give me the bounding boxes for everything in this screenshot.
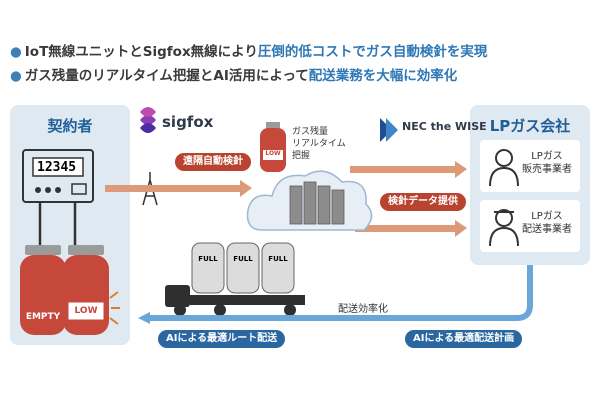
delivery-flow-arrow-head (138, 312, 150, 324)
cloud-tank-label: LOW (265, 150, 281, 157)
bullet-dot-icon: ● (10, 68, 22, 84)
arrow-cloud-to-sales (350, 161, 467, 178)
bullet-1-text: IoT無線ユニットとSigfox無線により (24, 44, 258, 60)
truck-tank-label-2: FULL (233, 255, 253, 263)
tank-label-low: LOW (74, 306, 98, 316)
meter-value: 12345 (37, 160, 77, 175)
nec-logo-icon (380, 118, 398, 142)
delivery-role-label: LPガス 配送事業者 (522, 211, 572, 235)
cloud-gas-cylinder-icon (260, 122, 286, 172)
truck-tank-label-1: FULL (198, 255, 218, 263)
lpgas-company-title: LPガス会社 (489, 117, 571, 135)
radio-tower-icon (142, 172, 158, 206)
alert-spark-icon (109, 291, 120, 325)
gas-meter-icon (22, 149, 94, 245)
truck-gas-cylinders (191, 242, 295, 294)
sigfox-logo-icon (140, 107, 156, 133)
truck-tank-label-3: FULL (268, 255, 288, 263)
bullet-dot-icon: ● (10, 44, 22, 60)
sigfox-brand: sigfox (162, 113, 214, 131)
arrow-remote-reading (105, 180, 252, 197)
business-person-icon (489, 149, 519, 187)
cloud-caption: ガス残量 リアルタイム 把握 (292, 127, 346, 161)
tank-label-empty: EMPTY (25, 312, 61, 322)
bullet-1-highlight: 圧倒的低コストでガス自動検針を実現 (257, 44, 488, 60)
headline-bullets: ●IoT無線ユニットとSigfox無線により圧倒的低コストでガス自動検針を実現 … (10, 40, 595, 88)
ai-route-label: AIによる最適ルート配送 (158, 330, 286, 348)
delivery-efficiency-label: 配送効率化 (338, 304, 388, 315)
delivery-role-card (480, 200, 580, 252)
sales-role-card (480, 140, 580, 192)
gas-cylinder-empty-icon (20, 245, 66, 335)
remote-reading-label: 遠隔自動検針 (175, 153, 251, 171)
bullet-2-highlight: 配送業務を大幅に効率化 (308, 68, 458, 84)
bullet-1: ●IoT無線ユニットとSigfox無線により圧倒的低コストでガス自動検針を実現 (10, 40, 595, 64)
delivery-person-icon (489, 209, 519, 247)
data-provision-label: 検針データ提供 (380, 193, 466, 211)
nec-brand: NEC the WISE (402, 120, 487, 133)
ai-plan-label: AIによる最適配送計画 (405, 330, 523, 348)
contractor-title: 契約者 (47, 117, 93, 135)
bullet-2: ●ガス残量のリアルタイム把握とAI活用によって配送業務を大幅に効率化 (10, 64, 595, 88)
server-rack-icon (289, 181, 345, 225)
delivery-truck-icon (165, 285, 305, 316)
delivery-flow-arrow (150, 265, 533, 321)
gas-cylinder-low-icon (63, 245, 109, 335)
bullet-2-text: ガス残量のリアルタイム把握とAI活用によって (24, 68, 309, 84)
sales-role-label: LPガス 販売事業者 (522, 151, 572, 175)
arrow-data-provision (355, 220, 467, 237)
